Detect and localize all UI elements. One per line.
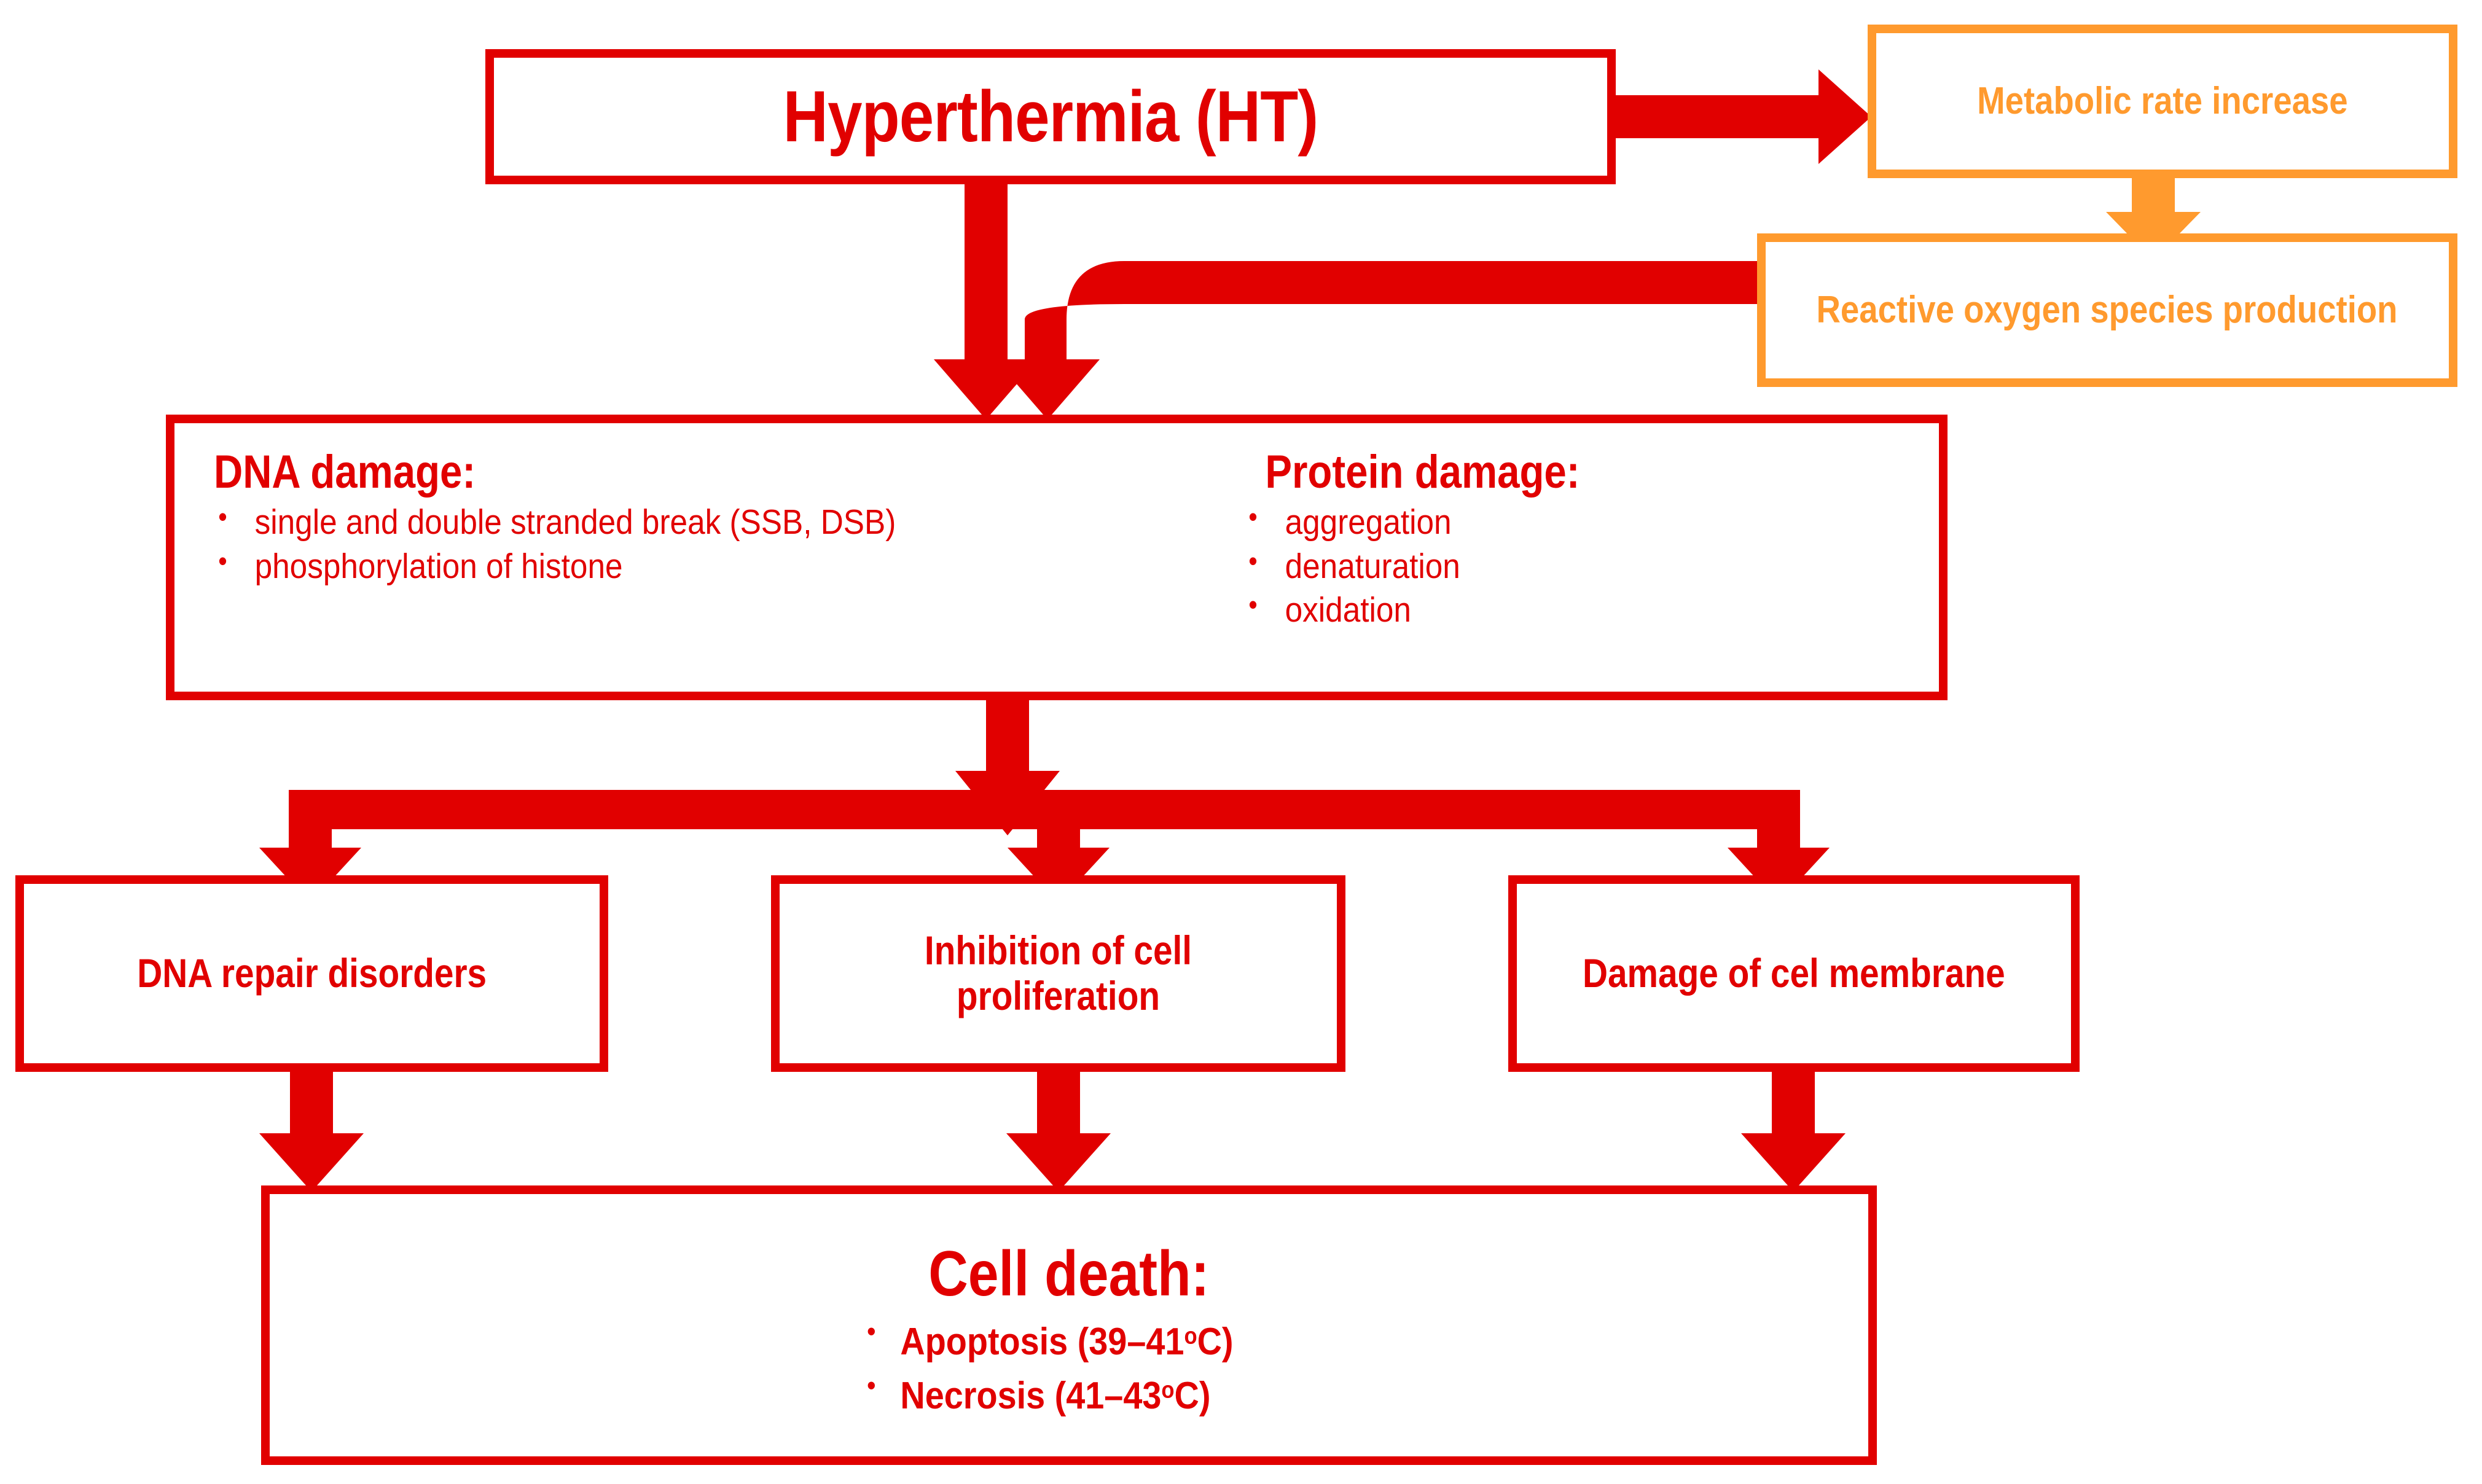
node-hyperthermia[interactable]: Hyperthermia (HT) <box>485 49 1616 184</box>
node-dna-repair-disorders-label: DNA repair disorders <box>137 950 487 996</box>
node-damage-of-cell-membrane-label: Damage of cel membrane <box>1583 950 2005 996</box>
edge-repair-to-celldeath <box>259 1072 364 1192</box>
node-damage-panel[interactable]: DNA damage: single and double stranded b… <box>166 415 1948 700</box>
degree-symbol: o <box>1161 1377 1175 1404</box>
dna-damage-heading: DNA damage: <box>214 446 476 498</box>
cell-death-heading: Cell death: <box>928 1238 1210 1310</box>
node-dna-repair-disorders[interactable]: DNA repair disorders <box>15 875 608 1072</box>
protein-damage-group: Protein damage: aggregation denaturation… <box>1207 448 1923 633</box>
necrosis-label: Necrosis (41–43oC) <box>900 1375 1211 1418</box>
edge-damage-to-split <box>955 700 1060 835</box>
list-item: single and double stranded break (SSB, D… <box>214 499 1108 545</box>
edge-ht-to-metabolic <box>1573 69 1871 164</box>
cell-death-list: Apoptosis (39–41oC) Necrosis (41–43oC) <box>864 1313 1274 1423</box>
node-metabolic-rate-label: Metabolic rate increase <box>1977 80 2348 123</box>
node-cell-death[interactable]: Cell death: Apoptosis (39–41oC) Necrosis… <box>261 1185 1877 1465</box>
node-reactive-oxygen-species-label: Reactive oxygen species production <box>1816 289 2398 332</box>
dna-damage-group: DNA damage: single and double stranded b… <box>190 448 1207 588</box>
node-hyperthermia-label: Hyperthermia (HT) <box>783 76 1319 157</box>
list-item: Apoptosis (39–41oC) <box>864 1313 1234 1369</box>
edge-ros-to-damage <box>995 261 1758 420</box>
node-inhibition-of-cell-proliferation-label: Inhibition of cell proliferation <box>924 928 1192 1018</box>
list-item: aggregation <box>1244 499 1855 545</box>
list-item: Necrosis (41–43oC) <box>864 1367 1233 1423</box>
list-item: denaturation <box>1244 544 1855 589</box>
dna-damage-list: single and double stranded break (SSB, D… <box>214 499 1207 589</box>
edge-ht-to-damage <box>934 184 1038 420</box>
protein-damage-list: aggregation denaturation oxidation <box>1244 499 1923 633</box>
list-item: phosphorylation of histone <box>214 544 1108 589</box>
edge-membrane-to-celldeath <box>1741 1072 1846 1192</box>
node-inhibition-of-cell-proliferation[interactable]: Inhibition of cell proliferation <box>771 875 1345 1072</box>
edge-proliferation-to-celldeath <box>1006 1072 1111 1192</box>
list-item: oxidation <box>1244 587 1855 633</box>
degree-symbol: o <box>1184 1322 1197 1349</box>
protein-damage-heading: Protein damage: <box>1265 446 1580 498</box>
apoptosis-label: Apoptosis (39–41oC) <box>900 1321 1234 1364</box>
node-reactive-oxygen-species[interactable]: Reactive oxygen species production <box>1757 233 2457 387</box>
node-metabolic-rate[interactable]: Metabolic rate increase <box>1868 25 2457 178</box>
node-damage-of-cell-membrane[interactable]: Damage of cel membrane <box>1508 875 2080 1072</box>
